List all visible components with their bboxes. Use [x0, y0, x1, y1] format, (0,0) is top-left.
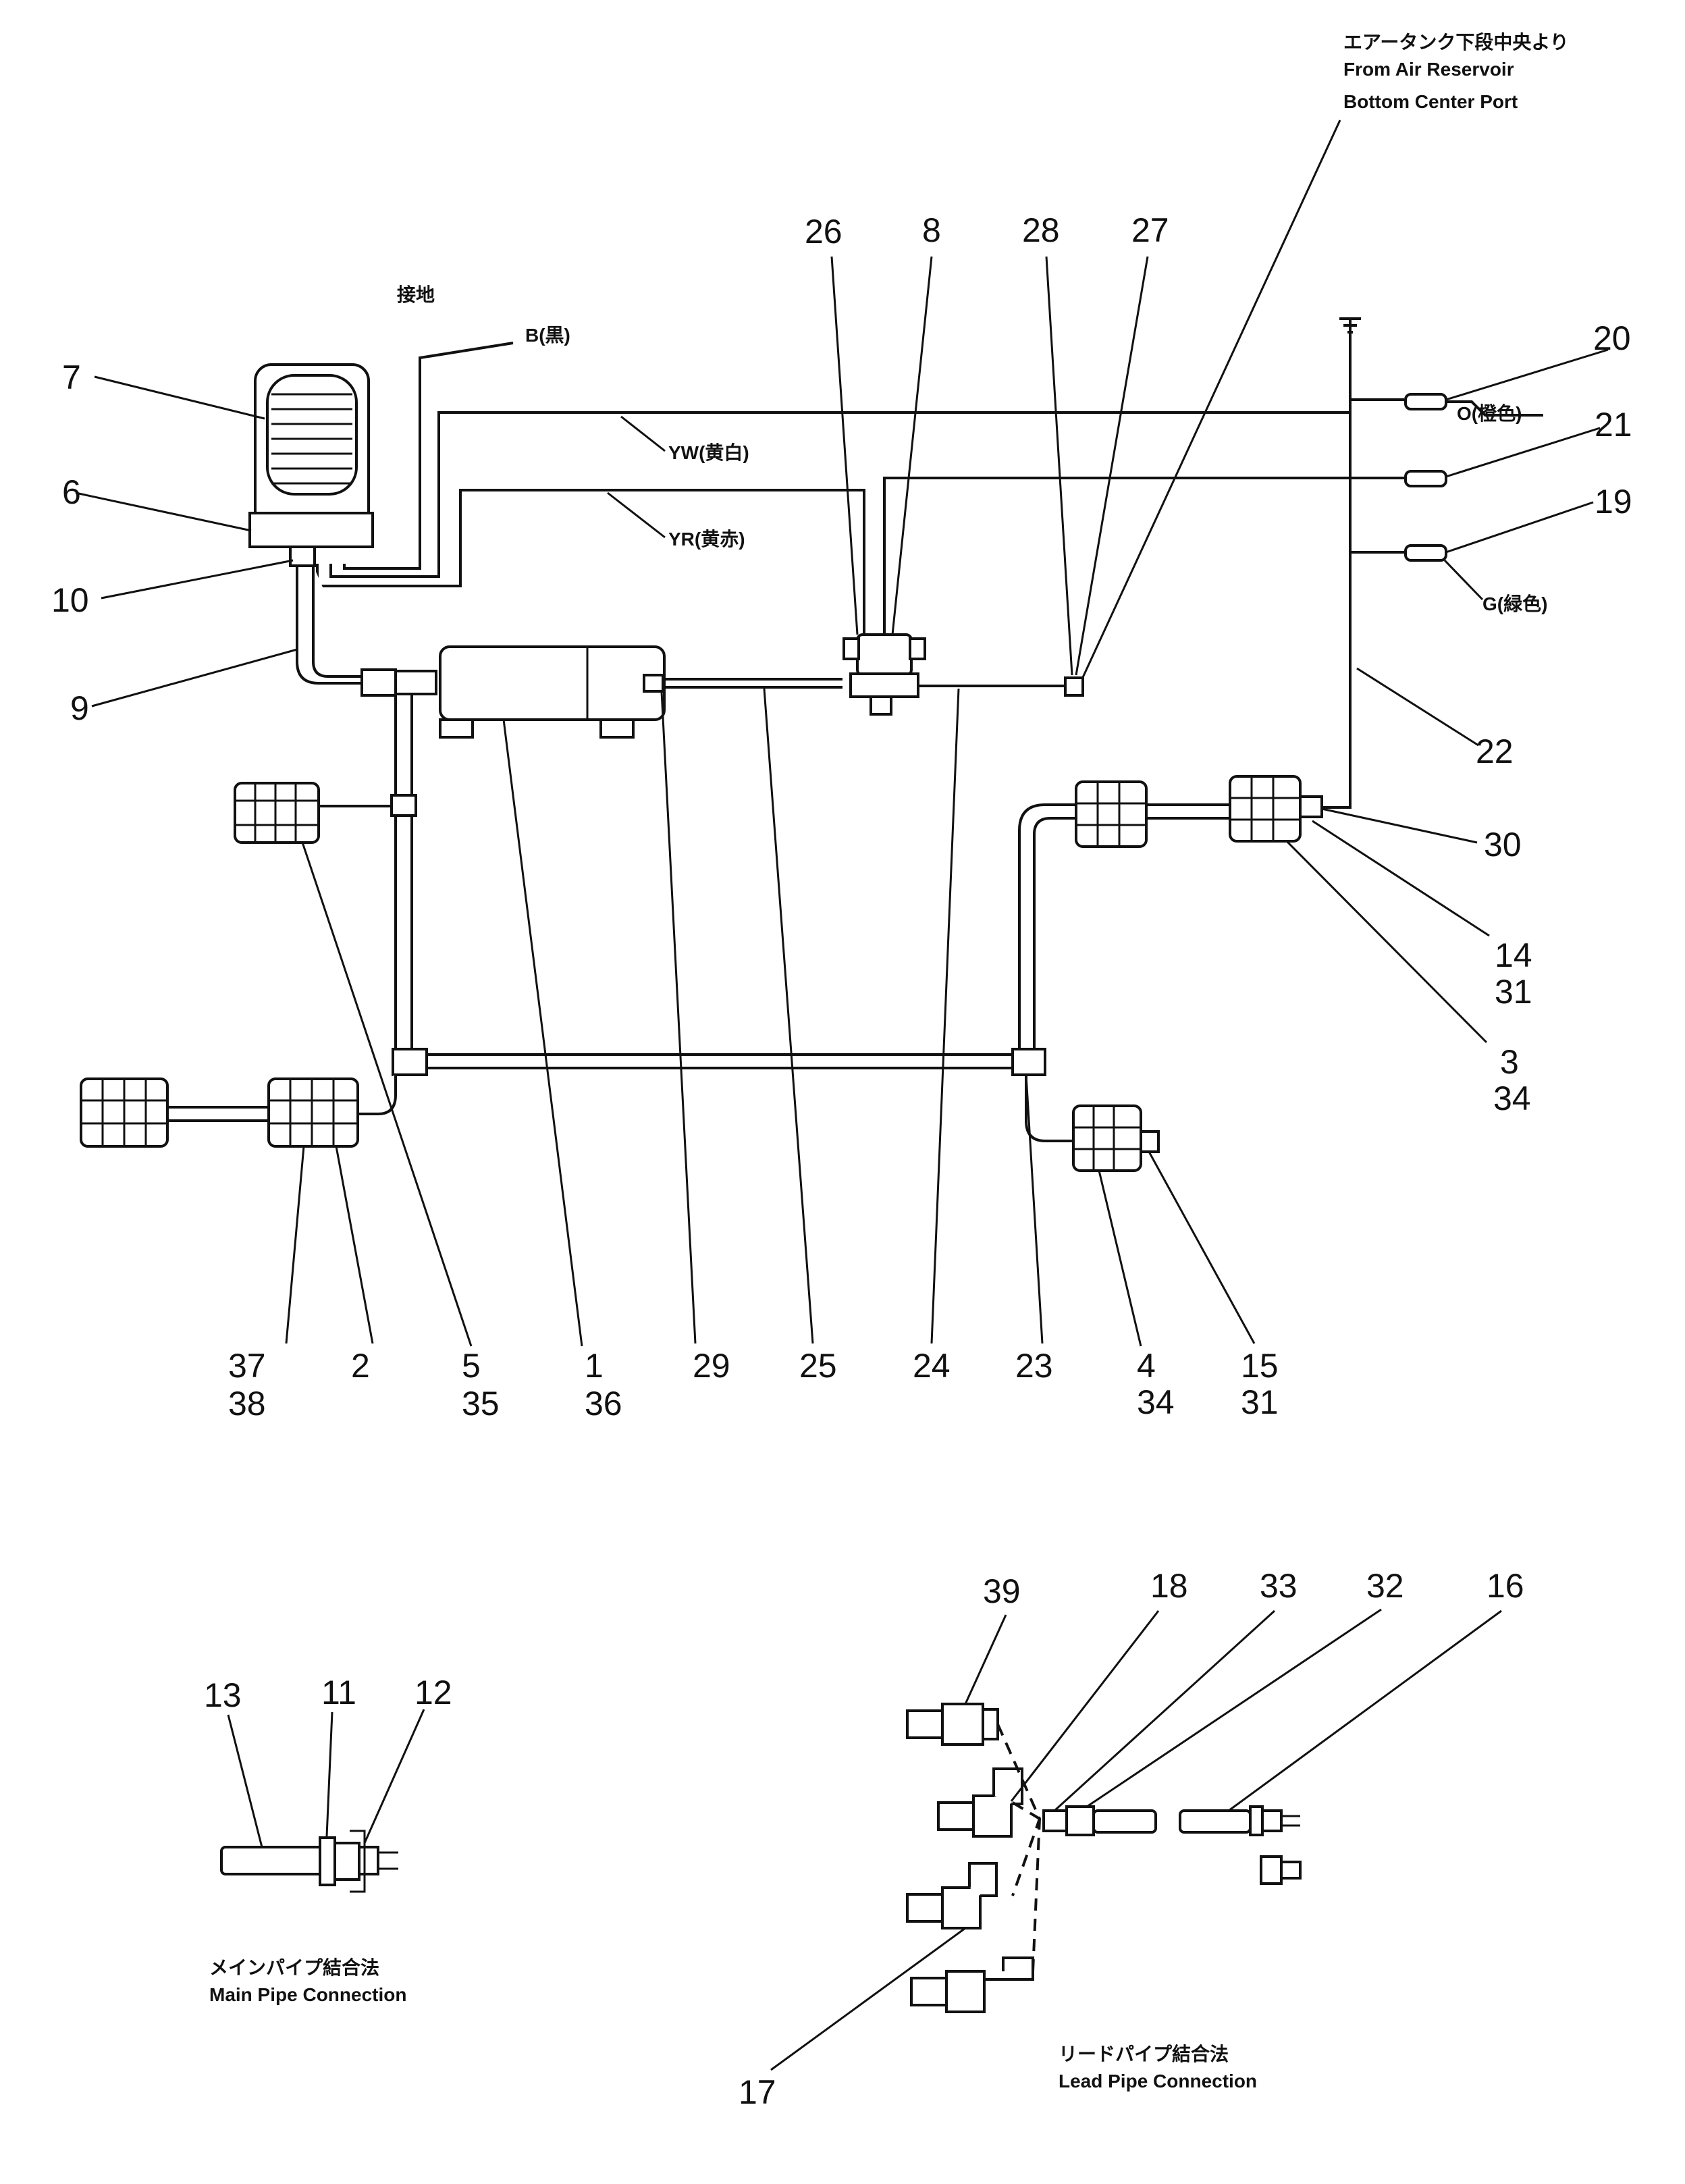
lead-pipe-caption-en: Lead Pipe Connection [1059, 2071, 1257, 2092]
callout-29: 29 [693, 1347, 730, 1385]
callout-25: 25 [799, 1347, 837, 1385]
tee-23 [1011, 1048, 1046, 1076]
tee-main [360, 668, 397, 697]
callout-35: 35 [462, 1385, 500, 1422]
callout-31a: 31 [1495, 973, 1532, 1011]
distributor-37 [80, 1077, 169, 1148]
plug-15 [1140, 1130, 1160, 1153]
callout-23: 23 [1015, 1347, 1053, 1385]
distributor-5 [234, 782, 320, 844]
callout-28: 28 [1022, 211, 1060, 249]
callout-12: 12 [414, 1674, 452, 1711]
switch-30 [1299, 795, 1323, 818]
callout-21: 21 [1595, 406, 1632, 444]
filter-body [439, 645, 666, 721]
leader-lines [75, 256, 1609, 1347]
connector-19 [1404, 544, 1447, 562]
wire-yr [316, 489, 865, 635]
distributor-3a [1075, 780, 1148, 848]
lubricator-pump [248, 363, 374, 567]
callout-10: 10 [51, 581, 89, 619]
connector-21 [1404, 470, 1447, 487]
wire-label-ground: 接地 [397, 284, 435, 305]
header-note-en2: Bottom Center Port [1343, 91, 1518, 112]
callout-24: 24 [913, 1347, 951, 1385]
callout-20: 20 [1593, 319, 1631, 357]
callout-32: 32 [1366, 1567, 1404, 1605]
callout-37: 37 [228, 1347, 266, 1385]
header-note-en1: From Air Reservoir [1343, 59, 1514, 80]
callout-22: 22 [1476, 733, 1514, 770]
main-pipe-caption-jp: メインパイプ結合法 [209, 1956, 379, 1978]
tee-lower-left [392, 1048, 428, 1076]
callout-11: 11 [321, 1674, 356, 1711]
callout-2: 2 [351, 1347, 370, 1385]
callout-39: 39 [983, 1572, 1021, 1610]
main-pipe-detail [220, 1830, 398, 1893]
callout-8: 8 [922, 211, 941, 249]
callout-36: 36 [585, 1385, 622, 1422]
callout-13: 13 [204, 1676, 242, 1714]
leader-air-source [1079, 119, 1341, 684]
callout-5: 5 [462, 1347, 481, 1385]
wire-label-yw: YW(黄白) [668, 442, 749, 463]
solenoid-valve [842, 633, 926, 716]
wire-label-yr: YR(黄赤) [668, 529, 745, 550]
ground-symbol [1339, 317, 1361, 809]
callout-4: 4 [1137, 1347, 1156, 1385]
callout-3: 3 [1500, 1043, 1519, 1081]
main-pipe-caption-en: Main Pipe Connection [209, 1984, 406, 2005]
fitting-27-28 [1064, 676, 1084, 697]
wire-b [343, 342, 514, 570]
callout-17: 17 [739, 2073, 776, 2111]
callout-38: 38 [228, 1385, 266, 1422]
callout-7: 7 [62, 358, 81, 396]
tee-5 [390, 794, 417, 817]
distributor-2 [267, 1077, 359, 1148]
callout-31b: 31 [1241, 1383, 1279, 1421]
callout-16: 16 [1487, 1567, 1524, 1605]
distributor-3b [1229, 775, 1302, 843]
header-note-jp: エアータンク下段中央より [1343, 31, 1569, 53]
wire-label-o: O(橙色) [1457, 402, 1522, 424]
callout-9: 9 [70, 689, 89, 727]
wire-label-b: B(黒) [525, 325, 570, 346]
connector-20 [1404, 393, 1543, 417]
callout-33: 33 [1260, 1567, 1298, 1605]
callout-18: 18 [1150, 1567, 1188, 1605]
leader-yr [607, 491, 666, 539]
callout-14: 14 [1495, 936, 1532, 974]
lead-pipe-caption-jp: リードパイプ結合法 [1059, 2043, 1229, 2065]
callout-19: 19 [1595, 483, 1632, 521]
callout-34b: 34 [1137, 1383, 1175, 1421]
callout-26: 26 [805, 213, 842, 250]
callout-34a: 34 [1493, 1080, 1531, 1117]
leader-yw [620, 415, 666, 452]
lead-pipe-detail [906, 1703, 1302, 2013]
callout-30: 30 [1484, 826, 1522, 863]
wire-21 [883, 477, 1445, 635]
callout-1: 1 [585, 1347, 604, 1385]
wire-label-g: G(緑色) [1482, 593, 1547, 614]
distributor-4 [1072, 1104, 1142, 1172]
callout-15: 15 [1241, 1347, 1279, 1385]
callout-27: 27 [1131, 211, 1169, 249]
callout-6: 6 [62, 473, 81, 511]
leader-g [1443, 559, 1484, 601]
harness-22 [1303, 398, 1424, 809]
